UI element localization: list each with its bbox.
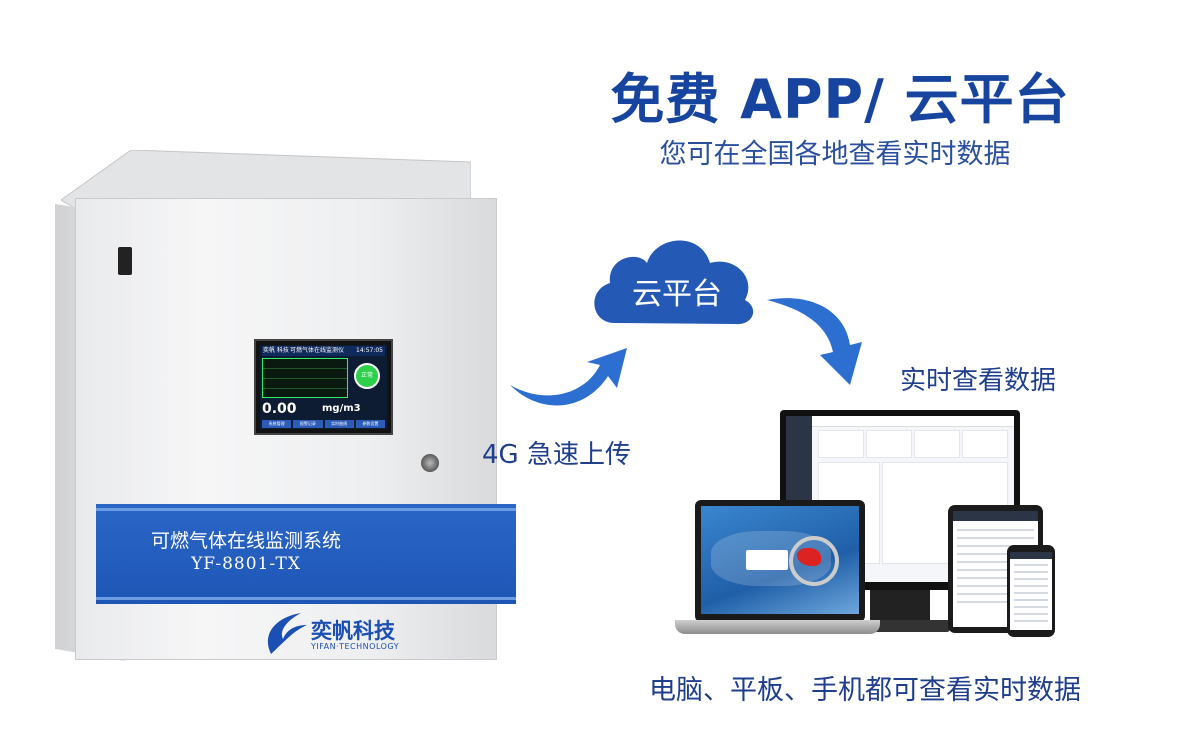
upload-label: 4G 急速上传 [482, 440, 631, 470]
logo-text: 奕帆科技 [311, 619, 395, 643]
laptop [695, 500, 865, 622]
display-title: 可燃气体在线监测仪 [290, 347, 345, 354]
subheadline: 您可在全国各地查看实时数据 [659, 139, 1011, 170]
smartphone [1007, 545, 1055, 637]
headline: 免费 APP/ 云平台 [610, 68, 1070, 131]
hinge-top [118, 247, 132, 275]
display-brand: 奕帆 科技 [263, 347, 289, 354]
logo-icon [267, 613, 307, 654]
devices-caption: 电脑、平板、手机都可查看实时数据 [649, 675, 1081, 706]
status-indicator: 正常 [354, 363, 380, 389]
upload-arrow-icon [510, 348, 627, 406]
reading-unit: mg/m3 [322, 403, 361, 414]
monitor-stand [870, 590, 930, 625]
company-logo: 奕帆科技 YIFAN·TECHNOLOGY [261, 609, 421, 664]
display-chart [262, 358, 348, 398]
logo-subtitle: YIFAN·TECHNOLOGY [311, 642, 400, 651]
display-menu: 系统管理 报警记录 实时曲线 参数设置 [262, 420, 385, 428]
display-menu-item: 系统管理 [262, 420, 292, 428]
product-model: YF-8801-TX [191, 554, 301, 574]
login-box [746, 550, 788, 570]
cloud-icon [594, 240, 754, 325]
monitor-cabinet: 奕帆 科技 可燃气体在线监测仪 14:57:05 正常 0.00 mg/m3 系… [55, 150, 516, 662]
display-menu-item: 报警记录 [293, 420, 323, 428]
cloud-label: 云平台 [632, 277, 722, 312]
door-lock-icon [421, 454, 439, 472]
devices-illustration [665, 405, 1060, 655]
display-menu-item: 实时曲线 [324, 420, 354, 428]
product-name: 可燃气体在线监测系统 [150, 530, 341, 552]
display-title-bar: 奕帆 科技 可燃气体在线监测仪 14:57:05 [262, 346, 385, 356]
realtime-view-label: 实时查看数据 [900, 366, 1057, 396]
magnifier-icon [789, 536, 839, 586]
cabinet-door: 奕帆 科技 可燃气体在线监测仪 14:57:05 正常 0.00 mg/m3 系… [75, 198, 516, 660]
download-arrow-icon [767, 298, 862, 385]
laptop-screen [701, 506, 859, 614]
phone-screen [1010, 552, 1052, 630]
product-band: 可燃气体在线监测系统 YF-8801-TX [96, 504, 516, 604]
laptop-base [675, 620, 880, 634]
reading-value: 0.00 [262, 401, 297, 417]
display-time: 14:57:05 [356, 347, 383, 354]
display-screen: 奕帆 科技 可燃气体在线监测仪 14:57:05 正常 0.00 mg/m3 系… [260, 345, 387, 429]
display-menu-item: 参数设置 [355, 420, 385, 428]
device-display: 奕帆 科技 可燃气体在线监测仪 14:57:05 正常 0.00 mg/m3 系… [254, 339, 393, 435]
